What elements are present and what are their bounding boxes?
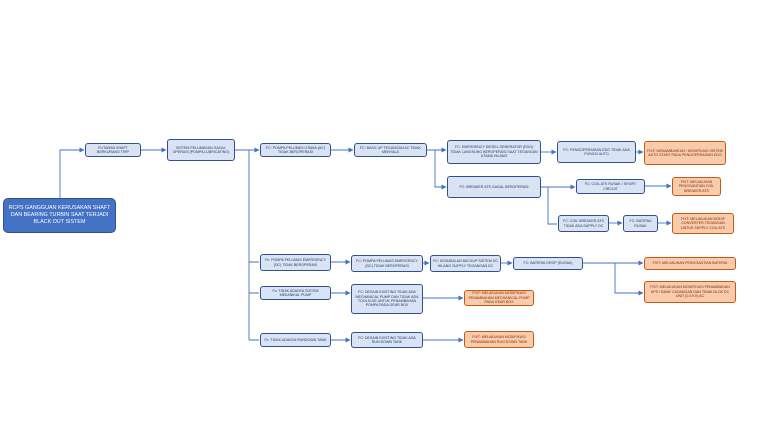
ats-coil-cause-text: FC: COIL ATS RUSAK / SHORT CIRCUIT	[584, 182, 637, 191]
battery-drop-cause-text: FC: BATERAI DROP (RUSAK)	[523, 261, 573, 266]
ac-backup-cause-text: FC: BACK UP TEGANGAN AC TIDAK MENYALA	[360, 145, 421, 154]
edg-cause-box: FC: EMERGENCY DIESEL GENERATOR (EDG) TID…	[447, 140, 541, 164]
edg-auto-cause-box: FC: PENGOPERASIAN EDG TIDAK ADA FUNGSI A…	[557, 141, 636, 163]
mechanical-pump-action-text: FIXT: MELAKUKAN MODIFIKASI PENAMBAHAN ME…	[468, 291, 530, 305]
ats-dc-cause-text: FC: COIL BREAKER ATS TIDAK ADA SUPPLY DC	[563, 219, 604, 228]
battery-drop-cause-box: FC: BATERAI DROP (RUSAK)	[513, 257, 583, 270]
mechanical-pump-cause-text: Fc: TIDAK ADANYA SISTEM MEKANIKAL PUMP	[272, 288, 319, 297]
ats-coil-action-box: FIXT: MELAKUKAN PENGGANTIAN COIL BREAKER…	[672, 177, 721, 196]
emergency-pump-cause2-text: FC: POMPA PELUMAS EMERGENCY (DC) TIDAK B…	[356, 259, 418, 268]
dc-backup-cause-text: FC: KEANDALAN BACKUP SISTEM DC HILANG SU…	[433, 259, 498, 268]
converter-action-box: FIXT: MELAKUKAN MODIF CONVERTER TEGANGAN…	[672, 213, 734, 234]
mechanical-pump-action-box: FIXT: MELAKUKAN MODIFIKASI PENAMBAHAN ME…	[464, 290, 534, 306]
ats-coil-action-text: FIXT: MELAKUKAN PENGGANTIAN COIL BREAKER…	[678, 179, 715, 193]
level2-cause-box: SISTEM PELUMASAN GAGAL OPERASI (POMPA LU…	[167, 139, 235, 161]
level1-cause-box: PUTARAN SHAFT BERKURANG TRIP	[85, 143, 141, 157]
battery-replace-action-text: FIXT: MELAKUKAN PENGGANTIAN BATERAI	[652, 261, 728, 266]
rundown-tank-cause-text: Fc: TIDAK ADANYA RUNDOWN TANK	[264, 337, 327, 342]
ac-backup-cause-box: FC: BACK UP TEGANGAN AC TIDAK MENYALA	[354, 143, 427, 157]
battery-damage-cause-text: FC: BATERAI RUSAK	[629, 219, 652, 228]
rundown-tank-design-cause-text: FC: DESAIN EXISTING TIDAK ADA RUN DOWN T…	[358, 335, 416, 344]
main-pump-cause-text: FC: POMPA PELUMAS UTAMA (AC) TIDAK BEROP…	[266, 145, 325, 154]
edg-auto-action-box: FIXT: MENAMBAHKAN / MODIFIKASI SISTEM AU…	[644, 141, 726, 165]
edg-auto-action-text: FIXT: MENAMBAHKAN / MODIFIKASI SISTEM AU…	[647, 148, 723, 157]
mechanical-pump-cause-box: Fc: TIDAK ADANYA SISTEM MEKANIKAL PUMP	[260, 286, 331, 300]
battery-damage-cause-box: FC: BATERAI RUSAK	[623, 215, 658, 232]
root-problem-box: RCPS GANGGUAN KERUSAKAN SHAFT DAN BEARIN…	[3, 198, 116, 233]
mechanical-pump-design-cause-text: FC: DESAIN EXISTING TIDAK ADA MECHANICAL…	[355, 290, 419, 308]
edg-cause-text: FC: EMERGENCY DIESEL GENERATOR (EDG) TID…	[450, 145, 538, 159]
rundown-tank-cause-box: Fc: TIDAK ADANYA RUNDOWN TANK	[260, 333, 331, 347]
emergency-pump-cause-box: Fc: POMPA PELUMAS EMERGENCY (DC) TIDAK B…	[260, 254, 331, 271]
converter-action-text: FIXT: MELAKUKAN MODIF CONVERTER TEGANGAN…	[680, 216, 726, 230]
rundown-tank-action-box: FIXT: MELAKUKAN MODIFIKASI PENAMBAHAN RU…	[464, 331, 534, 348]
ats-dc-cause-box: FC: COIL BREAKER ATS TIDAK ADA SUPPLY DC	[558, 215, 609, 232]
level2-cause-text: SISTEM PELUMASAN GAGAL OPERASI (POMPA LU…	[172, 145, 230, 154]
dc-backup-cause-box: FC: KEANDALAN BACKUP SISTEM DC HILANG SU…	[430, 255, 501, 272]
ats-breaker-cause-text: FC: BREAKER ATS GAGAL BEROPERASI	[459, 184, 529, 189]
emergency-pump-cause-text: Fc: POMPA PELUMAS EMERGENCY (DC) TIDAK B…	[265, 258, 326, 267]
emergency-pump-cause2-box: FC: POMPA PELUMAS EMERGENCY (DC) TIDAK B…	[351, 255, 423, 272]
ats-breaker-cause-box: FC: BREAKER ATS GAGAL BEROPERASI	[447, 176, 541, 198]
mechanical-pump-design-cause-box: FC: DESAIN EXISTING TIDAK ADA MECHANICAL…	[351, 284, 423, 314]
rundown-tank-action-text: FIXT: MELAKUKAN MODIFIKASI PENAMBAHAN RU…	[470, 335, 528, 344]
edg-auto-cause-text: FC: PENGOPERASIAN EDG TIDAK ADA FUNGSI A…	[563, 147, 630, 156]
ups-action-text: FIXT: MELAKUKAN MODIFIKASI PENAMBAHAN UP…	[650, 285, 730, 299]
battery-replace-action-box: FIXT: MELAKUKAN PENGGANTIAN BATERAI	[644, 257, 736, 270]
ats-coil-cause-box: FC: COIL ATS RUSAK / SHORT CIRCUIT	[576, 179, 645, 194]
main-pump-cause-box: FC: POMPA PELUMAS UTAMA (AC) TIDAK BEROP…	[260, 143, 331, 157]
root-problem-text: RCPS GANGGUAN KERUSAKAN SHAFT DAN BEARIN…	[8, 205, 111, 225]
rundown-tank-design-cause-box: FC: DESAIN EXISTING TIDAK ADA RUN DOWN T…	[351, 332, 423, 348]
level1-cause-text: PUTARAN SHAFT BERKURANG TRIP	[97, 145, 129, 154]
ups-action-box: FIXT: MELAKUKAN MODIFIKASI PENAMBAHAN UP…	[644, 281, 736, 303]
